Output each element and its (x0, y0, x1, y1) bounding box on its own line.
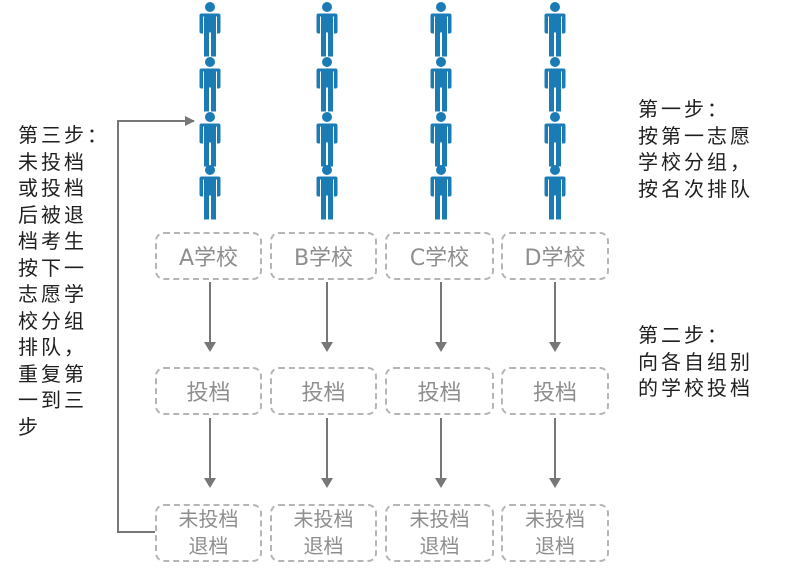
result-line-1-d: 未投档 (525, 507, 585, 531)
school-a-box: A学校 (155, 232, 262, 280)
result-line-2-a: 退档 (188, 534, 229, 558)
school-a-label: A学校 (178, 246, 239, 271)
school-d-box: D学校 (501, 232, 609, 280)
step3-line: 未投档 (18, 149, 87, 174)
result-line-1-b: 未投档 (293, 507, 354, 531)
submit-label-b: 投档 (301, 381, 346, 406)
person-icon (316, 112, 338, 167)
person-icon (199, 57, 221, 112)
result-box-b: 未投档 退档 (270, 504, 377, 562)
arrow-down-icon (549, 282, 561, 352)
step3-line: 按下一 (18, 255, 87, 280)
step3-line: 第三步： (18, 123, 110, 147)
step3-line: 排队， (18, 335, 87, 359)
result-line-1-c: 未投档 (409, 507, 470, 531)
school-b-box: B学校 (270, 232, 377, 280)
step1-line: 第一步： (638, 97, 730, 121)
person-icon (316, 2, 338, 57)
step3-line: 校分组 (18, 308, 87, 333)
result-line-2-d: 退档 (535, 534, 575, 558)
person-icon (199, 165, 221, 220)
arrow-down-icon (435, 418, 447, 488)
arrow-down-icon (321, 282, 333, 352)
step3-line: 志愿学 (18, 282, 87, 306)
person-icon (430, 2, 452, 57)
result-line-2-c: 退档 (419, 534, 460, 558)
person-icon (544, 57, 566, 112)
arrow-down-icon (321, 418, 333, 488)
person-icon (430, 165, 452, 220)
step1-line: 按第一志愿 (638, 123, 753, 148)
step2-line: 的学校投档 (638, 376, 753, 400)
step1-line: 按名次排队 (638, 176, 753, 201)
arrow-down-icon (204, 282, 216, 352)
school-b-label: B学校 (293, 246, 354, 271)
step1-note: 第一步： 按第一志愿 学校分组， 按名次排队 (638, 96, 753, 202)
arrow-down-icon (204, 418, 216, 488)
person-icon (316, 57, 338, 112)
arrow-down-icon (549, 418, 561, 488)
person-icon (430, 112, 452, 167)
person-icon (316, 165, 338, 220)
person-icon (199, 2, 221, 57)
loop-back-arrow (117, 116, 195, 533)
result-box-d: 未投档 退档 (501, 504, 609, 562)
step2-note: 第二步： 向各自组别 的学校投档 (638, 322, 753, 402)
submit-label-d: 投档 (532, 381, 577, 406)
school-d-label: D学校 (524, 246, 586, 271)
result-line-1-a: 未投档 (178, 507, 239, 531)
submit-box-a: 投档 (155, 367, 262, 415)
submit-box-d: 投档 (501, 367, 609, 415)
person-icon (199, 112, 221, 167)
submit-label-c: 投档 (417, 381, 462, 406)
result-box-a: 未投档 退档 (155, 504, 262, 562)
step2-line: 向各自组别 (638, 349, 753, 374)
step3-line: 后被退 (18, 202, 87, 227)
arrow-down-icon (435, 282, 447, 352)
submit-label-a: 投档 (186, 381, 231, 406)
step2-line: 第二步： (638, 323, 730, 347)
person-icon (544, 165, 566, 220)
person-icon (430, 57, 452, 112)
step3-line: 步 (18, 414, 41, 439)
person-icon (544, 112, 566, 167)
school-c-box: C学校 (385, 232, 494, 280)
result-line-2-b: 退档 (303, 534, 344, 558)
result-box-c: 未投档 退档 (385, 504, 494, 562)
step3-line: 或投档 (18, 176, 87, 200)
step3-line: 重复第 (18, 361, 87, 386)
submit-box-c: 投档 (385, 367, 494, 415)
submit-box-b: 投档 (270, 367, 377, 415)
flow-arrows (204, 282, 561, 488)
step3-line: 一到三 (18, 388, 87, 412)
step3-note: 第三步： 未投档 或投档 后被退 档考生 按下一 志愿学 校分组 排队， 重复第… (18, 122, 110, 440)
applicant-queues (199, 2, 566, 220)
step1-line: 学校分组， (638, 150, 753, 174)
step3-line: 档考生 (18, 229, 87, 253)
person-icon (544, 2, 566, 57)
school-c-label: C学校 (409, 246, 470, 271)
